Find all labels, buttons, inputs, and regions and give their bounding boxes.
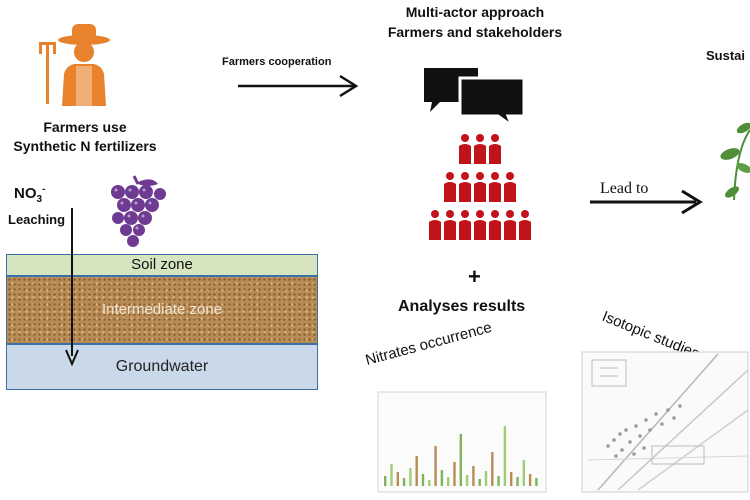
nitrate-bar [453, 462, 456, 486]
nitrate-bar [421, 474, 425, 486]
cooperation-label: Farmers cooperation [222, 56, 332, 68]
soil-zone-layer: Soil zone [6, 254, 318, 276]
nitrates-occurrence-label: Nitrates occurrence [363, 318, 494, 369]
nitrate-bar [459, 434, 462, 486]
farmer-icon [39, 24, 110, 106]
nitrate-bar [390, 464, 393, 486]
isotopic-mini-chart [581, 351, 749, 493]
nitrate-bar [528, 474, 532, 486]
person-figure [519, 210, 531, 240]
nitrate-bar [522, 460, 525, 486]
people-group-icon [429, 134, 531, 240]
nitrate-bar [465, 475, 469, 486]
nitrate-bar [510, 472, 513, 486]
cooperation-arrow [238, 74, 359, 98]
nitrate-bar [402, 478, 406, 486]
no3-subscript: 3 [36, 194, 43, 205]
person-figure [474, 134, 486, 164]
person-figure [474, 210, 486, 240]
nitrate-bar [497, 476, 500, 486]
person-figure [444, 172, 456, 202]
nitrate-bar [384, 476, 387, 486]
person-figure [474, 172, 486, 202]
leaching-label: Leaching [8, 212, 66, 227]
nitrate-bar [491, 452, 494, 486]
person-figure [489, 134, 501, 164]
plant-leaves-icon [720, 122, 750, 201]
multi-actor-title: Multi-actor approach Farmers and stakeho… [370, 2, 580, 42]
no3-superscript: - [42, 184, 46, 195]
no3-base: NO [14, 185, 37, 202]
farmer-line1: Farmers use [43, 119, 127, 135]
person-figure [489, 210, 501, 240]
nitrate-bar [409, 468, 412, 486]
title-line2: Farmers and stakeholders [387, 24, 563, 40]
title-line1: Multi-actor approach [405, 4, 545, 20]
nitrate-bar [440, 470, 444, 486]
nitrate-bar [472, 466, 475, 486]
person-figure [429, 210, 441, 240]
nitrate-bar [478, 479, 481, 486]
nitrate-bar [434, 446, 437, 486]
grapes-icon [111, 175, 166, 247]
person-figure [459, 172, 471, 202]
farmer-line2: Synthetic N fertilizers [13, 138, 157, 154]
leaching-arrow [65, 208, 79, 366]
person-figure [504, 210, 516, 240]
nitrate-bar [396, 472, 399, 486]
nitrate-bar [428, 480, 431, 486]
speech-bubbles-icon [424, 68, 526, 128]
nitrate-formula: NO3- [14, 184, 45, 205]
nitrate-bar [447, 477, 450, 486]
nitrate-bar [484, 471, 488, 486]
nitrate-bar [516, 477, 519, 486]
lead-to-arrow [590, 189, 703, 215]
lead-to-label: Lead to [600, 180, 649, 197]
person-figure [459, 134, 471, 164]
nitrate-bar [503, 426, 507, 486]
nitrate-bar [415, 456, 418, 486]
sustainability-label: Sustai [706, 48, 746, 63]
farmer-caption: Farmers use Synthetic N fertilizers [0, 118, 170, 156]
person-figure [489, 172, 501, 202]
intermediate-zone-layer: Intermediate zone [6, 276, 318, 344]
person-figure [504, 172, 516, 202]
analyses-results-label: Analyses results [398, 298, 526, 315]
nitrate-bar [535, 478, 538, 486]
person-figure [459, 210, 471, 240]
nitrate-mini-chart [377, 391, 547, 493]
person-figure [444, 210, 456, 240]
groundwater-layer: Groundwater [6, 344, 318, 390]
plus-sign: + [468, 264, 481, 289]
